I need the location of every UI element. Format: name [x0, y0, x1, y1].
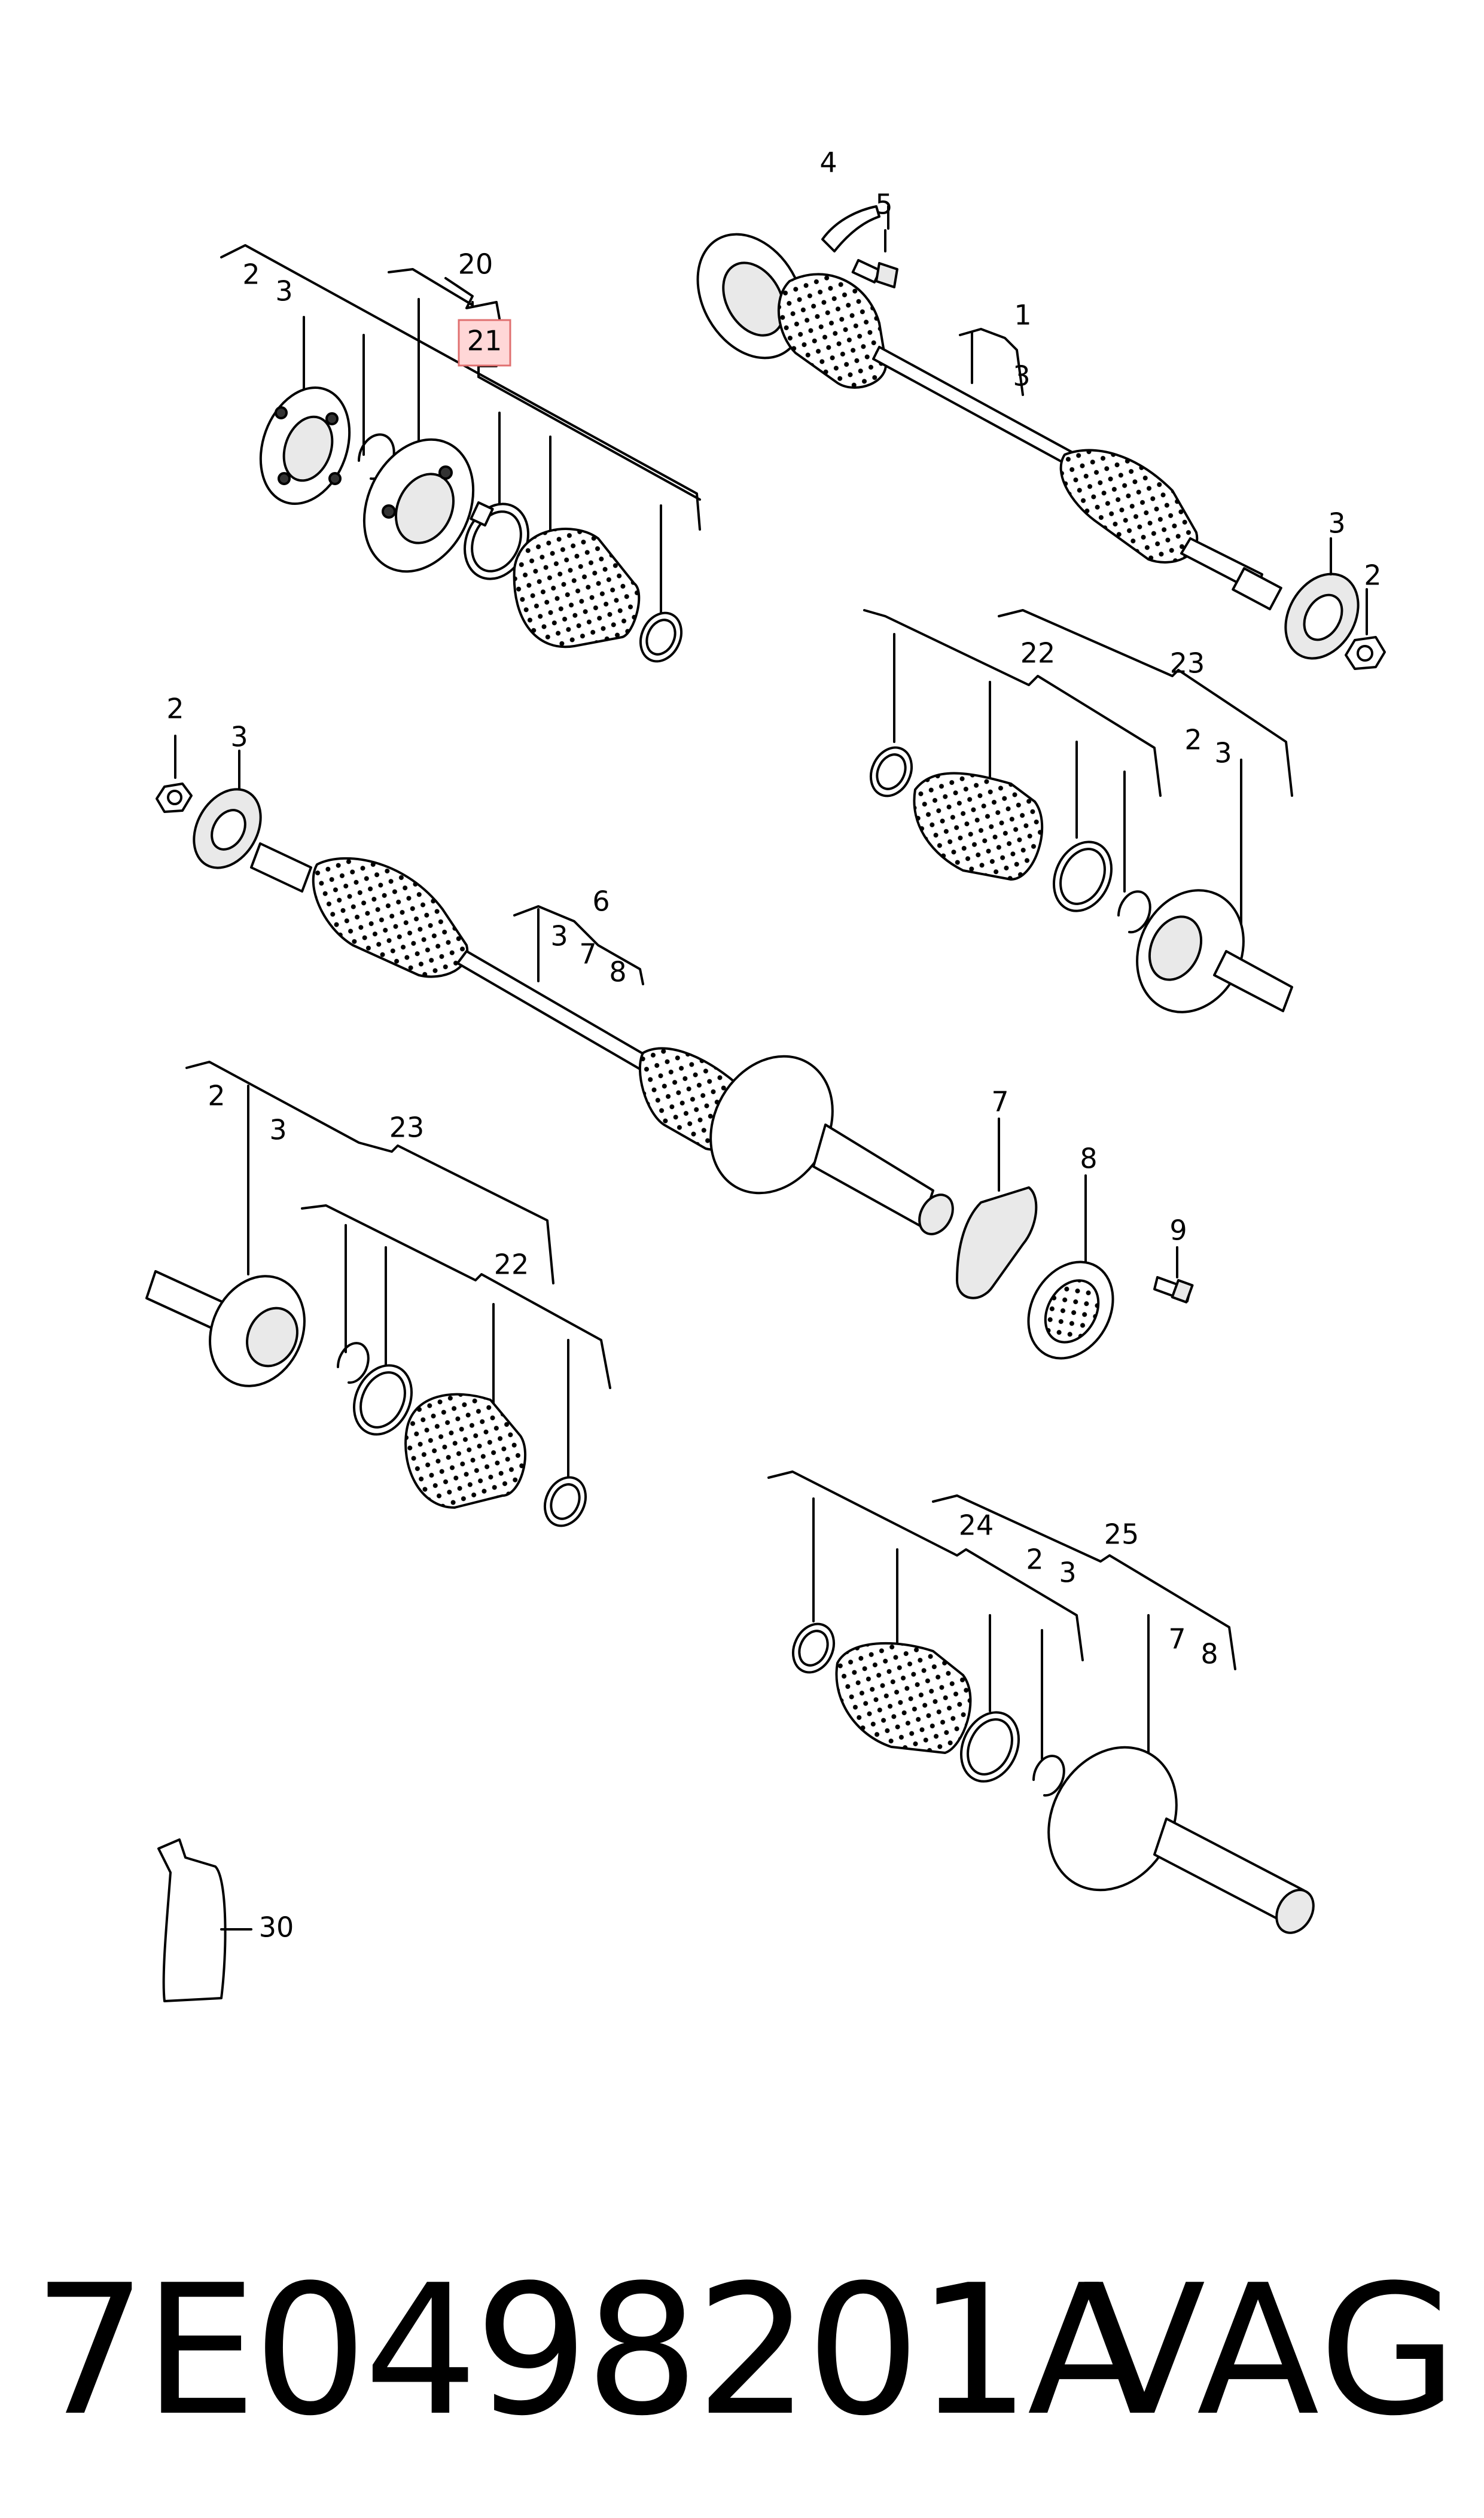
- drive-shaft-assembly-top: [696, 233, 1282, 611]
- group-inner-joint-kit-bottom: [767, 1470, 1315, 1934]
- large-clamp-band: [464, 501, 529, 580]
- large-clamp-band-l: [352, 1364, 413, 1436]
- cv-boot-b: [835, 1642, 972, 1754]
- grease-tube: [157, 1838, 252, 2002]
- callout-4: 4: [819, 147, 837, 179]
- wheel-hub-flange: [259, 386, 351, 505]
- callout-22: 22: [494, 1249, 529, 1281]
- callout-5: 5: [875, 188, 892, 221]
- inner-cv-joint-b: [1047, 1746, 1315, 1934]
- group-inner-joint-kit-left: [145, 1061, 611, 1527]
- callout-3: 3: [269, 1114, 287, 1146]
- callout-3: 3: [1059, 1557, 1076, 1589]
- callout-3: 3: [550, 920, 568, 952]
- callout-2: 2: [166, 693, 184, 725]
- cv-boot-l: [404, 1393, 526, 1509]
- drive-shaft-assembly-middle: [250, 842, 954, 1235]
- inner-cv-joint-l: [145, 1270, 306, 1387]
- callout-7: 7: [1168, 1623, 1186, 1655]
- callout-2: 2: [208, 1080, 225, 1112]
- heat-shield: [956, 1186, 1038, 1299]
- callout-23: 23: [389, 1112, 425, 1144]
- nut-right: [1345, 636, 1386, 670]
- inner-cv-joint-r: [1136, 889, 1293, 1013]
- support-bearing: [1027, 1260, 1114, 1360]
- group-drive-shaft-middle: [156, 735, 1194, 1360]
- outer-cv-joint: [362, 438, 475, 573]
- callout-24: 24: [959, 1509, 994, 1542]
- small-clamp-band-b: [791, 1622, 836, 1674]
- callout-23: 23: [1170, 647, 1205, 680]
- lock-plate: [821, 205, 880, 252]
- callout-7: 7: [579, 938, 596, 970]
- callout-1: 1: [1014, 299, 1031, 331]
- small-clamp-band-r: [869, 746, 913, 797]
- callout-3: 3: [1013, 360, 1030, 392]
- footer: 7E0498201A VAG: [0, 2225, 1484, 2477]
- callout-8: 8: [1080, 1143, 1097, 1175]
- callout-7: 7: [991, 1086, 1008, 1118]
- callout-2: 2: [1184, 724, 1202, 756]
- group-drive-shaft-top: [696, 205, 1386, 670]
- group-inner-joint-kit-right: [863, 609, 1293, 1013]
- large-clamp-band-r: [1052, 841, 1113, 912]
- callout-3: 3: [1214, 737, 1232, 769]
- cv-boot-r: [913, 772, 1044, 881]
- callout-25: 25: [1104, 1518, 1139, 1551]
- group-outer-joint-kit: [220, 244, 701, 663]
- cv-boot: [513, 528, 641, 648]
- bolt-bearing: [1153, 1276, 1194, 1304]
- nut-left: [156, 783, 193, 813]
- circlip-r: [1117, 890, 1151, 934]
- callout-8: 8: [1200, 1638, 1218, 1670]
- callout-8: 8: [609, 956, 626, 988]
- callout-20: 20: [458, 248, 493, 281]
- callout-3: 3: [1328, 507, 1345, 540]
- callout-21: 21: [467, 325, 502, 357]
- callout-9: 9: [1169, 1214, 1187, 1247]
- large-clamp-band-b: [959, 1711, 1020, 1783]
- brand-label: VAG: [1083, 2246, 1460, 2455]
- bolt-top: [851, 259, 898, 288]
- small-clamp-band: [639, 611, 683, 663]
- part-number: 7E0498201A: [33, 2246, 1150, 2455]
- callout-3: 3: [275, 275, 292, 307]
- callout-2: 2: [1026, 1543, 1043, 1576]
- washer-right: [1284, 573, 1360, 660]
- highlight-box-21: [458, 319, 511, 367]
- small-clamp-band-l: [543, 1476, 587, 1527]
- circlip-b: [1032, 1755, 1065, 1797]
- washer-left: [193, 788, 262, 869]
- callout-30: 30: [259, 1911, 294, 1944]
- callout-3: 3: [230, 721, 248, 753]
- callout-22: 22: [1020, 637, 1056, 669]
- callout-6: 6: [592, 885, 610, 918]
- circlip-l: [337, 1342, 370, 1384]
- callout-2: 2: [242, 258, 260, 291]
- callout-2: 2: [1364, 559, 1381, 592]
